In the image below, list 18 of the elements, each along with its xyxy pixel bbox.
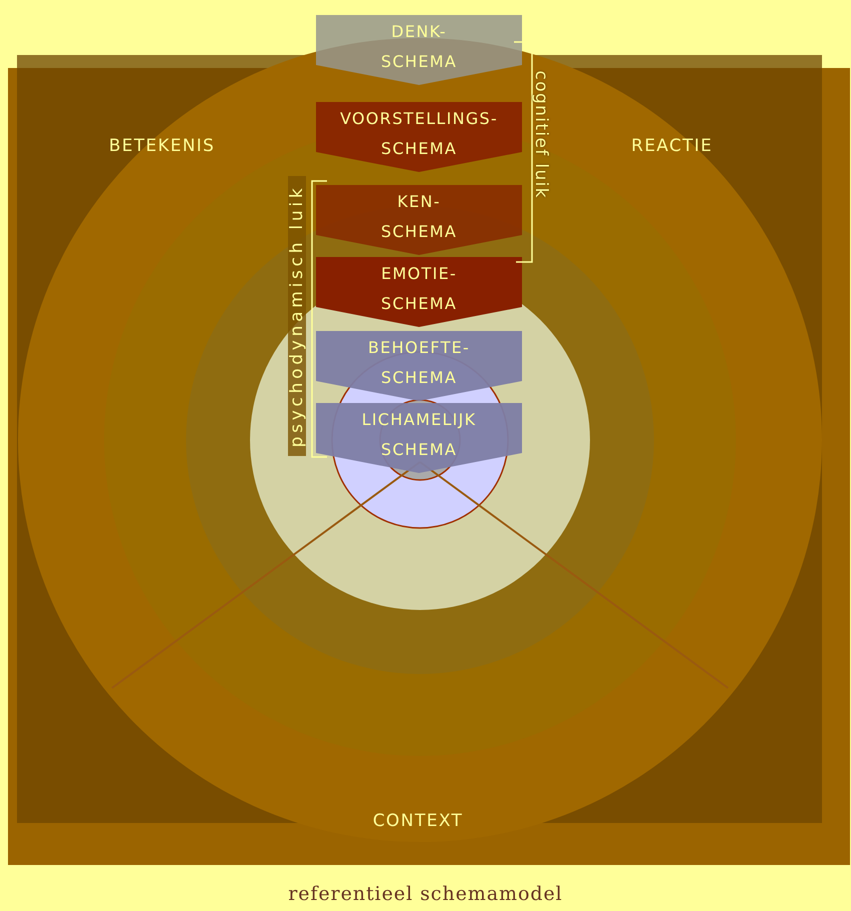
caption: referentieel schemamodel: [287, 882, 564, 907]
schema-label: KEN- SCHEMA: [381, 191, 457, 243]
bracket-label: psychodynamisch luik: [288, 176, 306, 456]
region-label: BETEKENIS: [108, 135, 216, 158]
schema-label: BEHOEFTE- SCHEMA: [368, 337, 470, 389]
chevron-block: [316, 102, 522, 172]
chevron-block: [316, 15, 522, 85]
chevron-block: [316, 331, 522, 401]
bracket-label: cognitief luik: [530, 70, 552, 201]
chevron-block: [316, 403, 522, 473]
schema-label: LICHAMELIJK SCHEMA: [362, 409, 476, 461]
schema-label: VOORSTELLINGS- SCHEMA: [340, 108, 498, 160]
schema-label: EMOTIE- SCHEMA: [381, 263, 457, 315]
chevron-block: [316, 257, 522, 327]
region-label: REACTIE: [630, 135, 714, 158]
region-label: CONTEXT: [372, 810, 464, 833]
schema-label: DENK- SCHEMA: [381, 21, 457, 73]
chevron-block: [316, 185, 522, 255]
